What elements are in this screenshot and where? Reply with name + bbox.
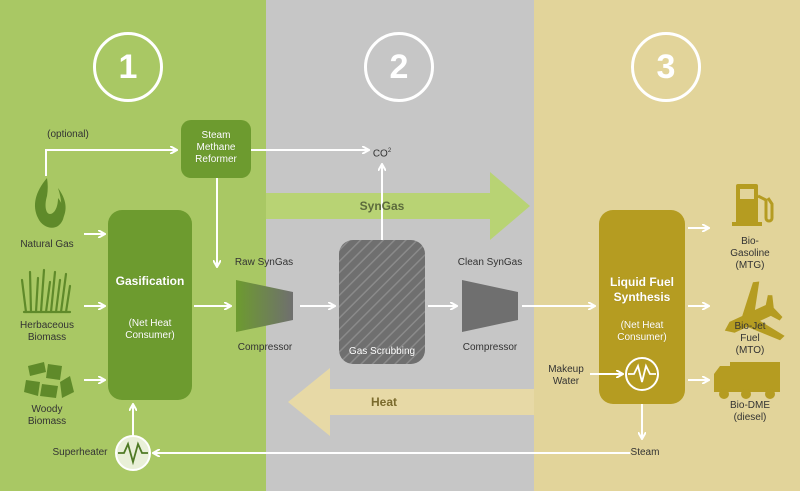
- makeup-water-label: Makeup Water: [548, 364, 584, 387]
- steam-label: Steam: [630, 447, 660, 458]
- fuel-pump-icon: [732, 184, 774, 226]
- compressor-1-shape: [236, 280, 293, 332]
- heat-flow-label: Heat: [370, 395, 398, 409]
- gas-scrubbing-label: Gas Scrubbing: [348, 346, 416, 357]
- stage-3-badge: 3: [631, 32, 701, 102]
- flame-icon: [35, 178, 66, 228]
- compressor-2-shape: [462, 280, 518, 332]
- compressor-1-label: Compressor: [237, 342, 293, 353]
- synthesis-note: (Net Heat Consumer): [617, 320, 667, 343]
- grass-icon: [20, 268, 72, 314]
- reformer-block: [181, 120, 251, 178]
- synthesis-label: Liquid Fuel Synthesis: [610, 275, 674, 304]
- truck-icon: [714, 362, 780, 399]
- syngas-flow-arrow: [266, 172, 530, 240]
- liquid-fuel-synthesis-block: [599, 210, 685, 404]
- superheater-label: Superheater: [52, 447, 108, 458]
- herbaceous-biomass-label: Herbaceous Biomass: [20, 320, 74, 343]
- clean-syngas-label: Clean SynGas: [457, 257, 523, 268]
- bio-jet-fuel-label: Bio-Jet Fuel (MTO): [734, 321, 766, 356]
- woodchips-icon: [24, 362, 74, 398]
- woody-biomass-label: Woody Biomass: [27, 404, 67, 427]
- heat-flow-arrow: [288, 368, 534, 436]
- stage-2-badge: 2: [364, 32, 434, 102]
- compressor-2-label: Compressor: [462, 342, 518, 353]
- arrow-optional-to-reformer: [45, 150, 176, 176]
- bio-dme-label: Bio-DME (diesel): [729, 400, 771, 423]
- gas-scrubbing-block: [339, 240, 425, 364]
- gasification-block: [108, 210, 192, 400]
- stage-1-badge: 1: [93, 32, 163, 102]
- optional-label: (optional): [47, 129, 89, 140]
- gasification-label: Gasification: [115, 274, 185, 288]
- raw-syngas-label: Raw SynGas: [234, 257, 294, 268]
- reformer-label: Steam Methane Reformer: [195, 130, 237, 165]
- superheater-icon: [115, 435, 151, 471]
- airplane-icon: [724, 281, 785, 341]
- natural-gas-label: Natural Gas: [20, 239, 74, 250]
- heat-exchanger-icon: [625, 357, 659, 391]
- syngas-flow-label: SynGas: [359, 199, 405, 213]
- gasification-note: (Net Heat Consumer): [125, 318, 175, 341]
- co2-label: CO2: [372, 148, 392, 160]
- bio-gasoline-label: Bio-Gasoline (MTG): [730, 236, 770, 271]
